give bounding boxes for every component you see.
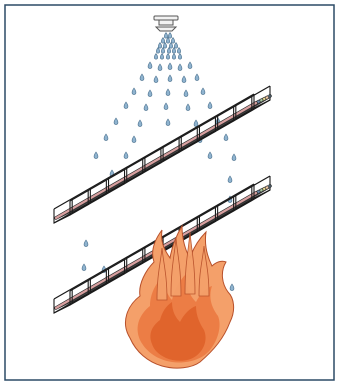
- water-droplet-icon: [161, 38, 164, 44]
- water-droplet-icon: [169, 43, 172, 49]
- tray-rail: [54, 94, 254, 209]
- water-droplet-icon: [104, 134, 108, 141]
- water-droplet-icon: [178, 64, 182, 71]
- water-droplet-icon: [166, 89, 170, 96]
- water-droplet-icon: [230, 284, 234, 291]
- water-droplet-icon: [144, 104, 148, 111]
- water-droplet-icon: [164, 33, 167, 39]
- water-droplet-icon: [164, 103, 168, 110]
- water-droplet-icon: [132, 136, 136, 143]
- water-droplet-icon: [194, 120, 198, 127]
- water-droplet-icon: [167, 48, 170, 54]
- water-droplet-icon: [140, 74, 144, 81]
- water-droplet-icon: [161, 48, 164, 54]
- water-droplet-icon: [94, 152, 98, 159]
- water-droplet-icon: [154, 76, 158, 83]
- water-droplet-icon: [166, 38, 169, 44]
- water-droplet-icon: [82, 264, 86, 271]
- water-droplet-icon: [178, 54, 181, 60]
- water-droplet-icon: [166, 119, 170, 126]
- water-droplet-icon: [208, 152, 212, 159]
- water-droplet-icon: [177, 48, 180, 54]
- water-droplet-icon: [158, 64, 162, 71]
- water-droplet-icon: [154, 54, 157, 60]
- water-droplet-icon: [168, 75, 172, 82]
- water-droplet-icon: [174, 43, 177, 49]
- water-droplet-icon: [156, 48, 159, 54]
- water-droplet-icon: [114, 118, 118, 125]
- fire-icon: [125, 226, 233, 368]
- water-droplet-icon: [138, 120, 142, 127]
- water-droplet-icon: [172, 54, 175, 60]
- water-droplet-icon: [182, 76, 186, 83]
- sprinkler-head-icon: [154, 16, 178, 31]
- water-droplet-icon: [166, 54, 169, 60]
- water-droplet-icon: [172, 48, 175, 54]
- water-droplet-icon: [148, 90, 152, 97]
- water-droplet-icon: [158, 43, 161, 49]
- water-droplet-icon: [224, 134, 228, 141]
- water-droplet-icon: [184, 90, 188, 97]
- sprinkler-body: [159, 20, 173, 25]
- water-droplet-icon: [148, 62, 152, 69]
- water-droplet-icon: [132, 88, 136, 95]
- sprinkler-deflector: [156, 27, 176, 31]
- water-droplet-icon: [160, 54, 163, 60]
- sprinkler-mount-plate: [154, 16, 178, 20]
- flame-tongue: [185, 232, 195, 294]
- tray-rail: [70, 86, 270, 201]
- water-droplet-icon: [84, 240, 88, 247]
- water-droplet-icon: [201, 88, 205, 95]
- water-droplet-icon: [124, 102, 128, 109]
- water-droplet-icon: [163, 43, 166, 49]
- water-droplet-icon: [208, 102, 212, 109]
- water-droplet-icon: [228, 176, 232, 183]
- water-droplet-icon: [195, 74, 199, 81]
- water-droplet-icon: [124, 152, 128, 159]
- water-droplet-icon: [186, 104, 190, 111]
- water-droplet-icon: [232, 154, 236, 161]
- water-droplet-icon: [168, 33, 171, 39]
- water-droplet-icon: [188, 62, 192, 69]
- water-droplet-icon: [171, 38, 174, 44]
- water-droplet-icon: [168, 63, 172, 70]
